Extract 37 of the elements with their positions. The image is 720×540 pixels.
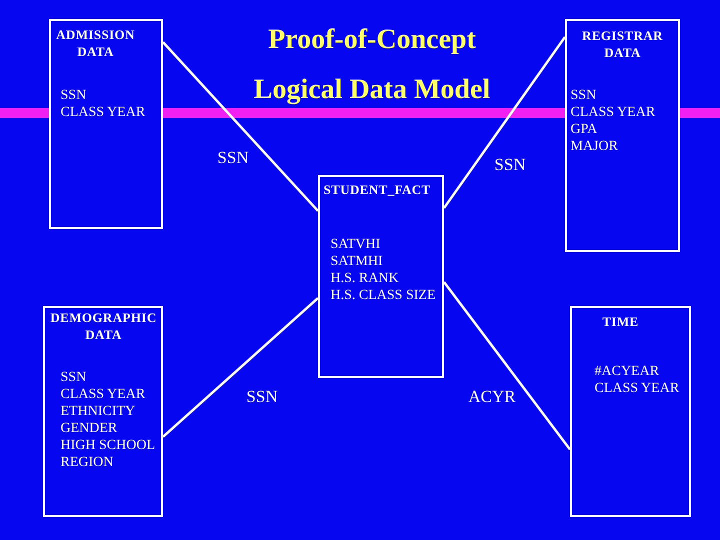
entity-box (570, 306, 691, 517)
attribute-text: CLASS YEAR (594, 380, 680, 397)
entity-box (318, 175, 444, 378)
attribute-text: SATVHI (330, 236, 382, 253)
attribute-text: SSN (570, 87, 598, 104)
edge-label: ACYR (468, 387, 516, 407)
attribute-text: CLASS YEAR (60, 104, 146, 121)
entity-title: ADMISSION DATA (55, 26, 136, 60)
connector-line (442, 36, 566, 209)
attribute-text: CLASS YEAR (60, 386, 146, 403)
edge-label: SSN (494, 155, 526, 175)
attribute-text: GENDER (60, 420, 118, 437)
entity-title: TIME (601, 313, 640, 330)
attribute-text: REGION (60, 454, 114, 471)
attribute-text: #ACYEAR (594, 363, 660, 380)
entity-box (49, 19, 163, 229)
attribute-text: CLASS YEAR (570, 104, 656, 121)
connector-line (162, 41, 319, 212)
connector-line (162, 297, 319, 438)
entity-title: DEMOGRAPHIC DATA (49, 309, 158, 343)
entity-box (43, 306, 163, 517)
edge-label: SSN (217, 148, 249, 168)
diagram-title: Proof-of-Concept Logical Data Model (252, 23, 492, 107)
entity-title: REGISTRAR DATA (581, 27, 664, 61)
attribute-text: SSN (60, 87, 88, 104)
attribute-text: H.S. RANK (330, 270, 400, 287)
attribute-text: MAJOR (570, 138, 619, 155)
connector-line (443, 281, 571, 450)
edge-label: SSN (246, 387, 278, 407)
attribute-text: GPA (570, 121, 598, 138)
attribute-text: ETHNICITY (60, 403, 136, 420)
entity-title: STUDENT_FACT (324, 181, 432, 198)
entity-box (565, 19, 680, 252)
attribute-text: SSN (60, 369, 88, 386)
attribute-text: H.S. CLASS SIZE (330, 287, 436, 304)
attribute-text: HIGH SCHOOL (60, 437, 155, 454)
attribute-text: SATMHI (330, 253, 384, 270)
